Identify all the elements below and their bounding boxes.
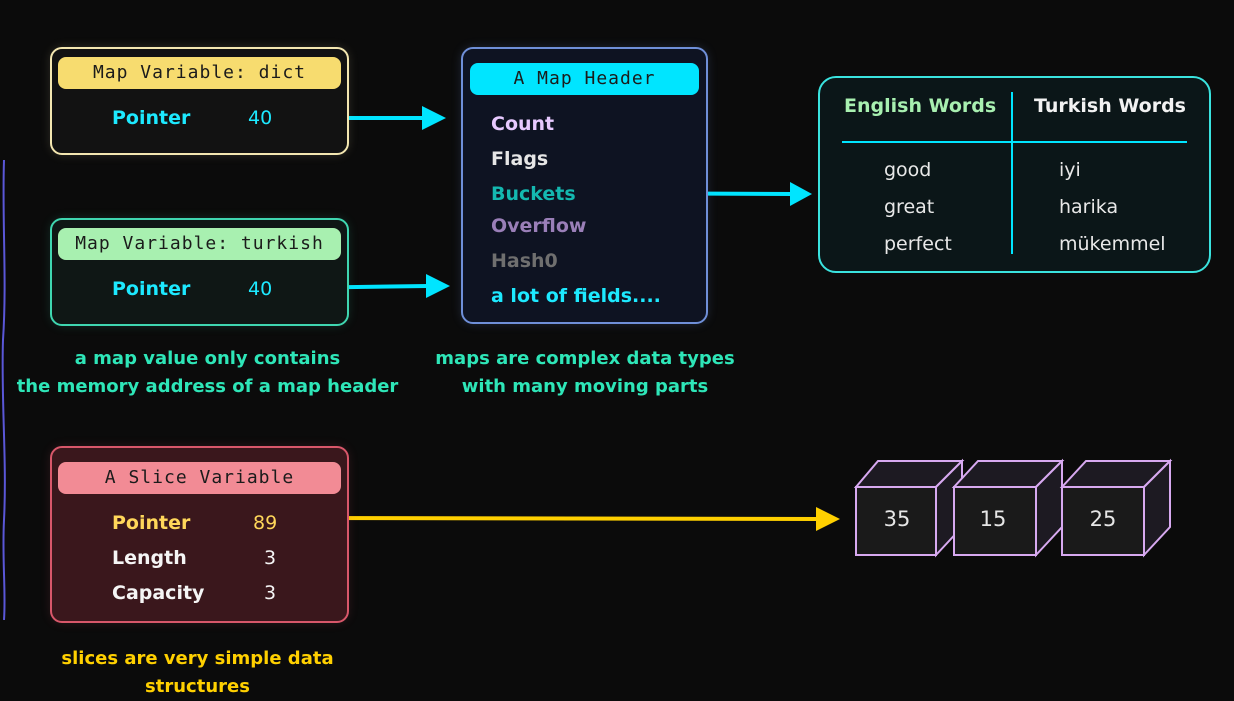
- map-variable-turkish-title: Map Variable: turkish: [58, 228, 341, 260]
- caption-line: the memory address of a map header: [16, 376, 399, 397]
- map-variable-turkish-box: Map Variable: turkish Pointer 40: [50, 218, 349, 326]
- map-header-title: A Map Header: [470, 63, 699, 95]
- slice-capacity-label: Capacity: [112, 582, 205, 604]
- header-turkish: Turkish Words: [1034, 95, 1186, 117]
- slice-pointer-value: 89: [253, 512, 278, 534]
- slice-variable-title: A Slice Variable: [58, 462, 341, 494]
- field-more: a lot of fields....: [491, 285, 661, 307]
- caption-line: a map value only contains: [74, 348, 341, 369]
- edge-decoration: [1, 160, 6, 620]
- slice-pointer-label: Pointer: [112, 512, 191, 534]
- table-horizontal-divider: [842, 141, 1187, 143]
- turkish-word: mükemmel: [1059, 233, 1166, 255]
- caption-line: with many moving parts: [461, 376, 709, 397]
- words-table: English Words Turkish Words good great p…: [818, 76, 1211, 273]
- array-value: 35: [883, 507, 911, 531]
- english-word: great: [884, 196, 935, 218]
- caption-line: maps are complex data types: [435, 348, 735, 369]
- english-word: good: [884, 159, 932, 181]
- map-variable-dict-box: Map Variable: dict Pointer 40: [50, 47, 349, 155]
- array-value: 25: [1089, 507, 1117, 531]
- array-value: 15: [979, 507, 1007, 531]
- backing-array: [853, 458, 1173, 558]
- field-hash0: Hash0: [491, 250, 558, 272]
- field-overflow: Overflow: [491, 215, 587, 237]
- caption-slices-simple: slices are very simple data structures: [61, 648, 334, 697]
- turkish-word: harika: [1059, 196, 1119, 218]
- map-variable-dict-title: Map Variable: dict: [58, 57, 341, 89]
- caption-map-value: a map value only contains the memory add…: [10, 345, 405, 401]
- slice-length-label: Length: [112, 547, 187, 569]
- array-cube: [951, 458, 1065, 558]
- turkish-word: iyi: [1059, 159, 1081, 181]
- header-english: English Words: [844, 95, 997, 117]
- pointer-label: Pointer: [112, 107, 191, 129]
- field-count: Count: [491, 113, 555, 135]
- slice-length-value: 3: [264, 547, 277, 569]
- english-word: perfect: [884, 233, 952, 255]
- array-cube: [853, 458, 965, 558]
- array-cube: [1059, 458, 1173, 558]
- pointer-label: Pointer: [112, 278, 191, 300]
- pointer-value: 40: [248, 278, 273, 300]
- arrow-slice-to-array: [297, 507, 840, 531]
- table-vertical-divider: [1011, 92, 1013, 254]
- caption-map-complex: maps are complex data types with many mo…: [430, 345, 740, 401]
- map-header-box: A Map Header Count Flags Buckets Overflo…: [461, 47, 708, 324]
- slice-capacity-value: 3: [264, 582, 277, 604]
- pointer-value: 40: [248, 107, 273, 129]
- slice-variable-box: A Slice Variable Pointer 89 Length 3 Cap…: [50, 446, 349, 623]
- field-flags: Flags: [491, 148, 549, 170]
- field-buckets: Buckets: [491, 183, 576, 205]
